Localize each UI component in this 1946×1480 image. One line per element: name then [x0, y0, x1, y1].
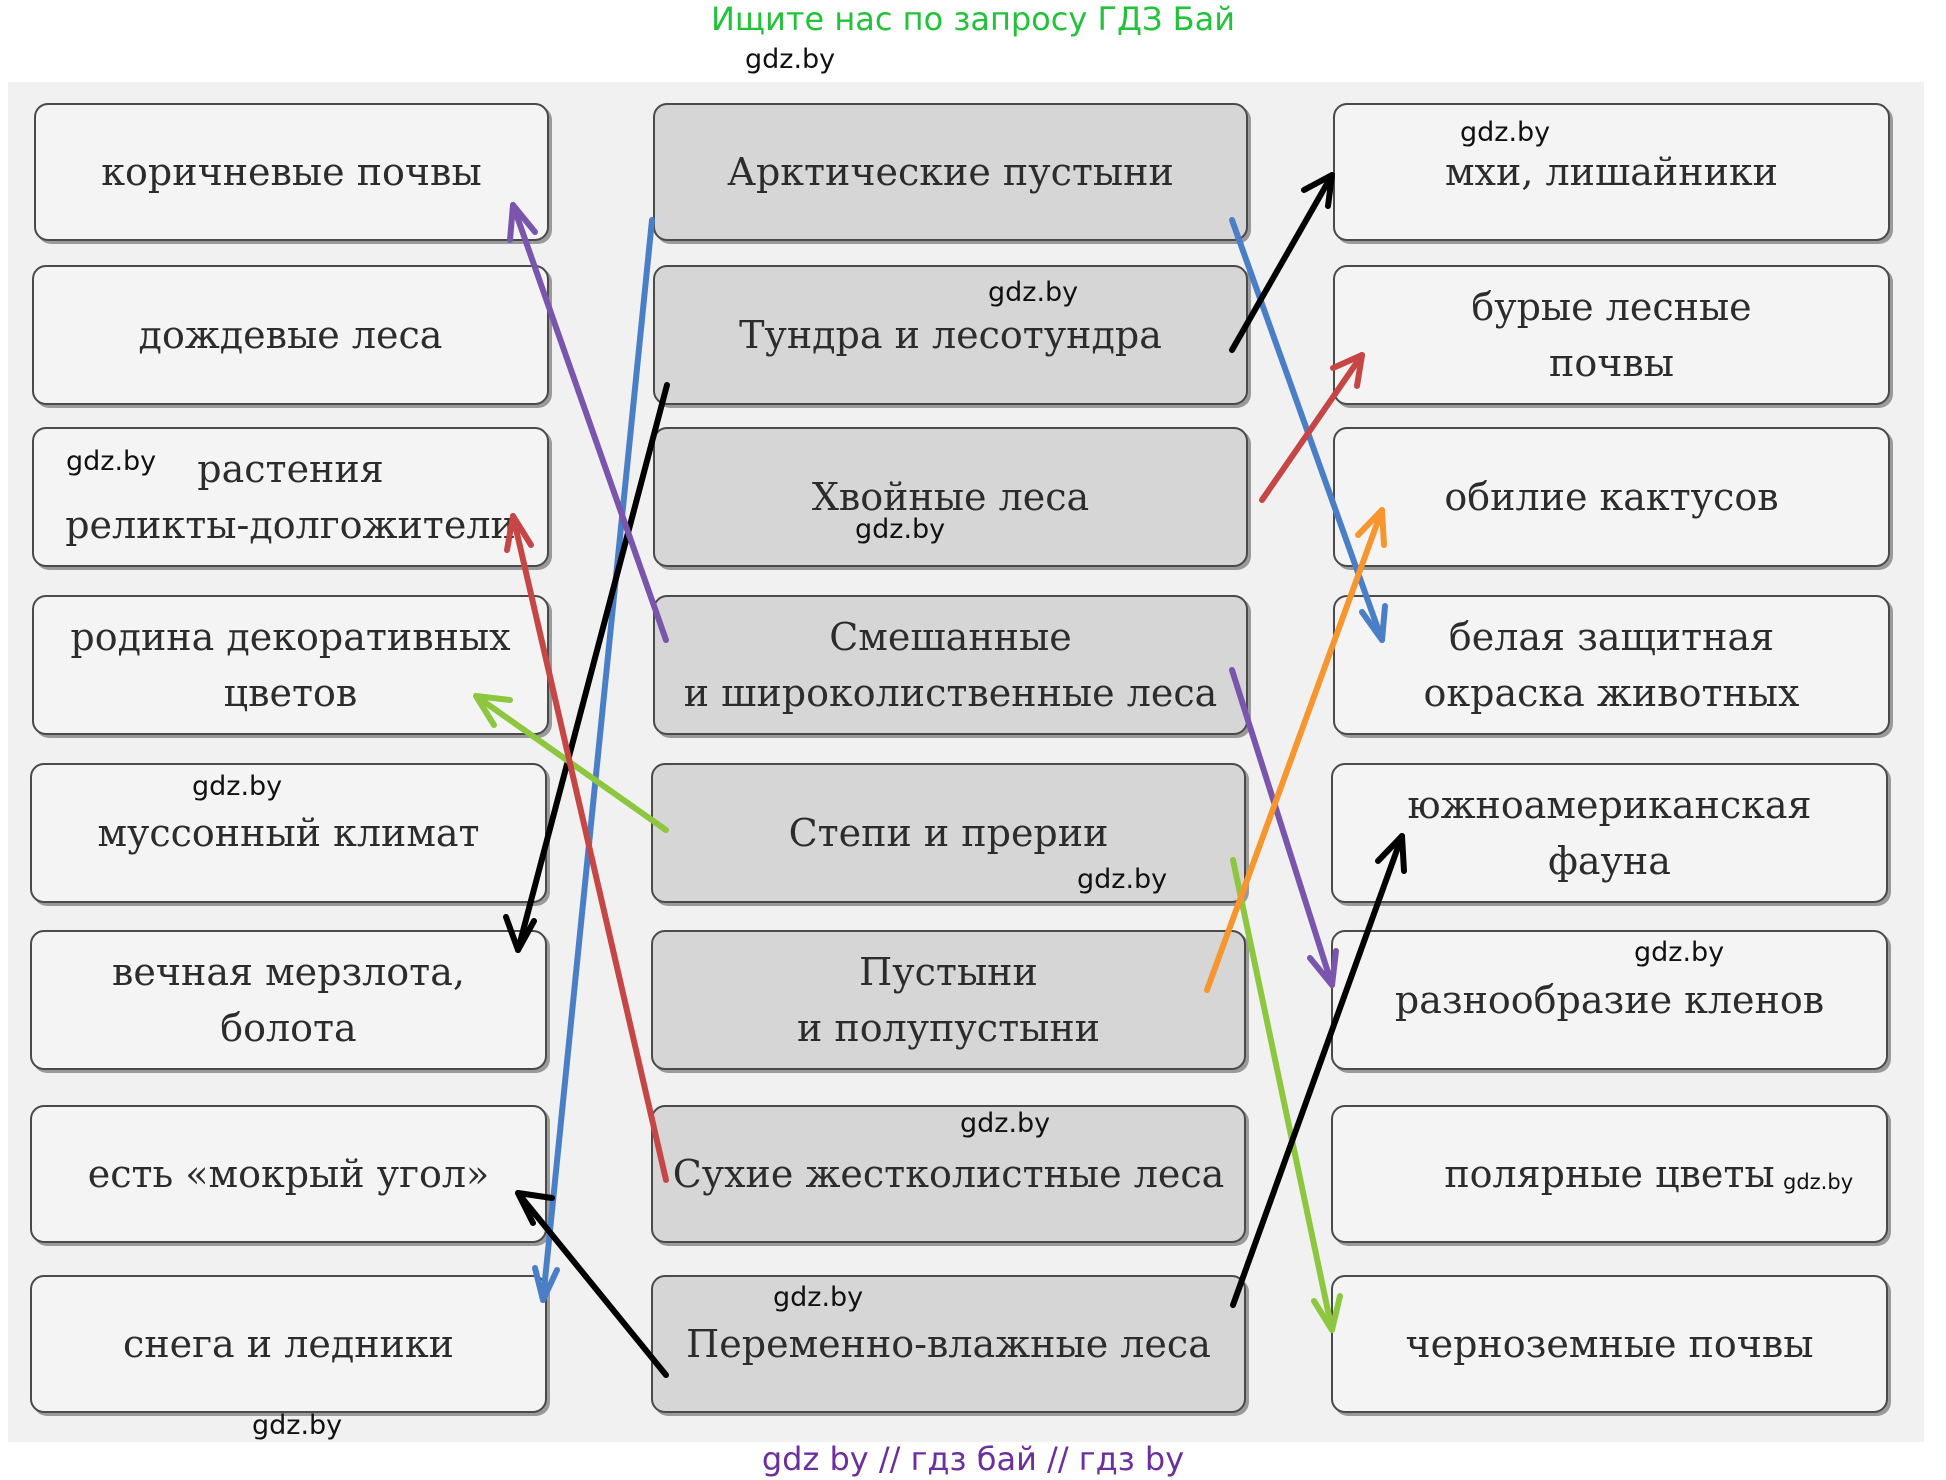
left-item-7[interactable]: есть «мокрый угол»: [30, 1105, 547, 1243]
arrow-purple-mixed-left: [507, 202, 669, 643]
header-search-hint: Ищите нас по запросу ГДЗ Бай: [710, 0, 1236, 38]
right-item-8[interactable]: черноземные почвы: [1331, 1275, 1888, 1413]
watermark-4: gdz.by: [66, 446, 157, 477]
watermark-7: gdz.by: [1077, 864, 1168, 895]
zone-item-3[interactable]: Хвойные леса: [653, 427, 1248, 567]
arrow-green-steppe-right: [1230, 857, 1343, 1333]
left-item-4[interactable]: родина декоративных цветов: [32, 595, 549, 735]
left-item-3[interactable]: растения реликты-долгожители: [32, 427, 549, 567]
watermark-10: gdz.by: [1783, 1170, 1854, 1194]
watermark-6: gdz.by: [192, 771, 283, 802]
zone-item-6[interactable]: Пустыни и полупустыни: [651, 930, 1246, 1070]
left-item-6[interactable]: вечная мерзлота, болота: [30, 930, 547, 1070]
right-item-2[interactable]: бурые лесные почвы: [1333, 265, 1890, 405]
left-item-8[interactable]: снега и ледники: [30, 1275, 547, 1413]
arrow-purple-mixed-right: [1229, 667, 1339, 988]
right-item-6[interactable]: разнообразие кленов: [1331, 930, 1888, 1070]
right-item-7[interactable]: полярные цветы: [1331, 1105, 1888, 1243]
arrow-blue-arctic: [532, 217, 655, 1303]
arrow-black-monsoon-right: [1230, 833, 1407, 1308]
watermark-12: gdz.by: [252, 1410, 343, 1441]
watermark-3: gdz.by: [988, 277, 1079, 308]
arrow-black-tundra-left: [503, 382, 670, 953]
footer-links: gdz by // гдз бай // гдз by: [761, 1440, 1185, 1478]
right-item-3[interactable]: обилие кактусов: [1333, 427, 1890, 567]
zone-item-7[interactable]: Сухие жестколистные леса: [651, 1105, 1246, 1243]
right-item-4[interactable]: белая защитная окраска животных: [1333, 595, 1890, 735]
left-item-1[interactable]: коричневые почвы: [34, 103, 549, 241]
arrow-red-sclerophyll-left: [504, 513, 669, 1183]
zone-item-1[interactable]: Арктические пустыни: [653, 103, 1248, 241]
watermark-9: gdz.by: [960, 1108, 1051, 1139]
left-item-5[interactable]: муссонный климат: [30, 763, 547, 903]
zone-item-4[interactable]: Смешанные и широколиственные леса: [653, 595, 1248, 735]
arrow-red-taiga-right: [1259, 352, 1365, 503]
watermark-8: gdz.by: [1634, 937, 1725, 968]
arrow-black-monsoon-left: [515, 1190, 669, 1378]
zone-item-5[interactable]: Степи и прерии: [651, 763, 1246, 903]
zone-item-8[interactable]: Переменно-влажные леса: [651, 1275, 1246, 1413]
arrow-orange-desert-right: [1204, 507, 1387, 993]
arrow-black-tundra-right: [1229, 172, 1335, 353]
watermark-1: gdz.by: [745, 44, 836, 75]
watermark-2: gdz.by: [1460, 117, 1551, 148]
zone-item-2[interactable]: Тундра и лесотундра: [653, 265, 1248, 405]
watermark-5: gdz.by: [855, 514, 946, 545]
right-item-1[interactable]: мхи, лишайники: [1333, 103, 1890, 241]
watermark-11: gdz.by: [773, 1282, 864, 1313]
left-item-2[interactable]: дождевые леса: [32, 265, 549, 405]
right-item-5[interactable]: южноамериканская фауна: [1331, 763, 1888, 903]
